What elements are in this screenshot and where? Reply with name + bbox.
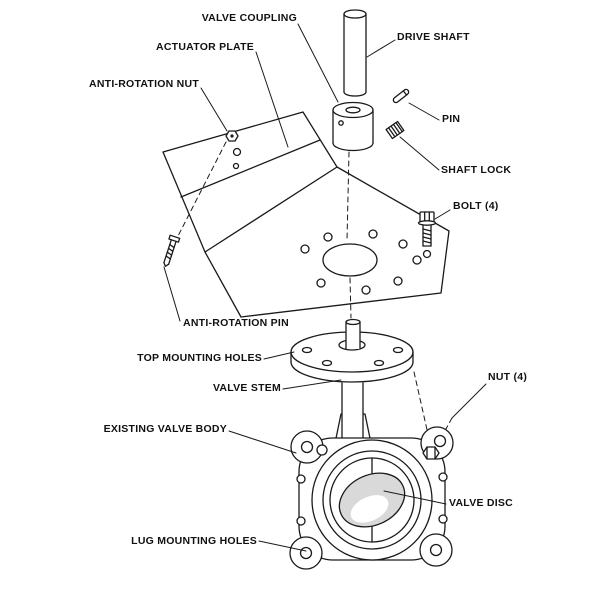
anti-rotation-pin-drawing — [163, 234, 181, 267]
pin-drawing — [392, 88, 410, 104]
plate-bolt-hole — [422, 249, 432, 259]
label-valve-coupling: VALVE COUPLING — [201, 12, 297, 24]
label-actuator-plate: ACTUATOR PLATE — [156, 41, 254, 53]
nut-drawing — [422, 446, 440, 460]
label-anti-rotation-nut: ANTI-ROTATION NUT — [88, 78, 199, 90]
anti-rotation-nut-leader — [200, 87, 228, 132]
lug-hole-top-right — [433, 434, 447, 448]
label-existing-valve-body: EXISTING VALVE BODY — [103, 423, 227, 435]
actuator-plate-leader — [255, 51, 289, 148]
valve-stem-drawing — [341, 382, 364, 444]
nut-leader — [451, 383, 487, 419]
valve-coupling-leader — [297, 23, 339, 103]
label-pin: PIN — [442, 113, 461, 125]
anti-rotation-nut-drawing — [225, 130, 239, 142]
label-anti-rotation-pin: ANTI-ROTATION PIN — [183, 317, 289, 329]
label-shaft-lock: SHAFT LOCK — [441, 164, 512, 176]
actuator-plate-drawing — [162, 111, 450, 318]
existing-valve-body-leader — [228, 430, 297, 454]
lug-hole-bottom-left — [299, 546, 313, 560]
plate-center-hole — [322, 243, 378, 277]
pin-leader — [408, 102, 440, 121]
valve-stem-leader — [282, 379, 342, 390]
bolt-drawing — [417, 211, 437, 247]
valve-disc-leader — [383, 490, 447, 505]
anti-rotation-pin-leader — [163, 266, 181, 322]
shaft-lock-leader — [399, 136, 440, 171]
label-valve-disc: VALVE DISC — [449, 497, 513, 509]
valve-stem-stub — [345, 318, 361, 350]
drive-shaft-leader — [366, 39, 396, 58]
label-drive-shaft: DRIVE SHAFT — [397, 31, 470, 43]
valve-body-drawing — [289, 426, 454, 570]
lug-hole-bottom-right — [429, 543, 443, 557]
valve-coupling-drawing — [332, 101, 374, 152]
bolt-leader — [434, 209, 451, 220]
top-mounting-holes-leader — [263, 351, 295, 360]
shaft-lock-drawing — [385, 120, 405, 140]
lug-hole-top-left — [300, 440, 314, 454]
drive-shaft-drawing — [343, 9, 367, 97]
label-lug-mounting-holes: LUG MOUNTING HOLES — [131, 535, 257, 547]
valve-disc-drawing — [338, 472, 406, 528]
leader-lines — [163, 23, 487, 552]
label-valve-stem: VALVE STEM — [212, 382, 281, 394]
label-top-mounting-holes: TOP MOUNTING HOLES — [137, 352, 262, 364]
label-nut-4: NUT (4) — [488, 371, 528, 383]
top-mounting-flange-drawing — [290, 318, 414, 383]
label-bolt-4: BOLT (4) — [453, 200, 499, 212]
lug-mounting-holes-leader — [258, 540, 307, 552]
